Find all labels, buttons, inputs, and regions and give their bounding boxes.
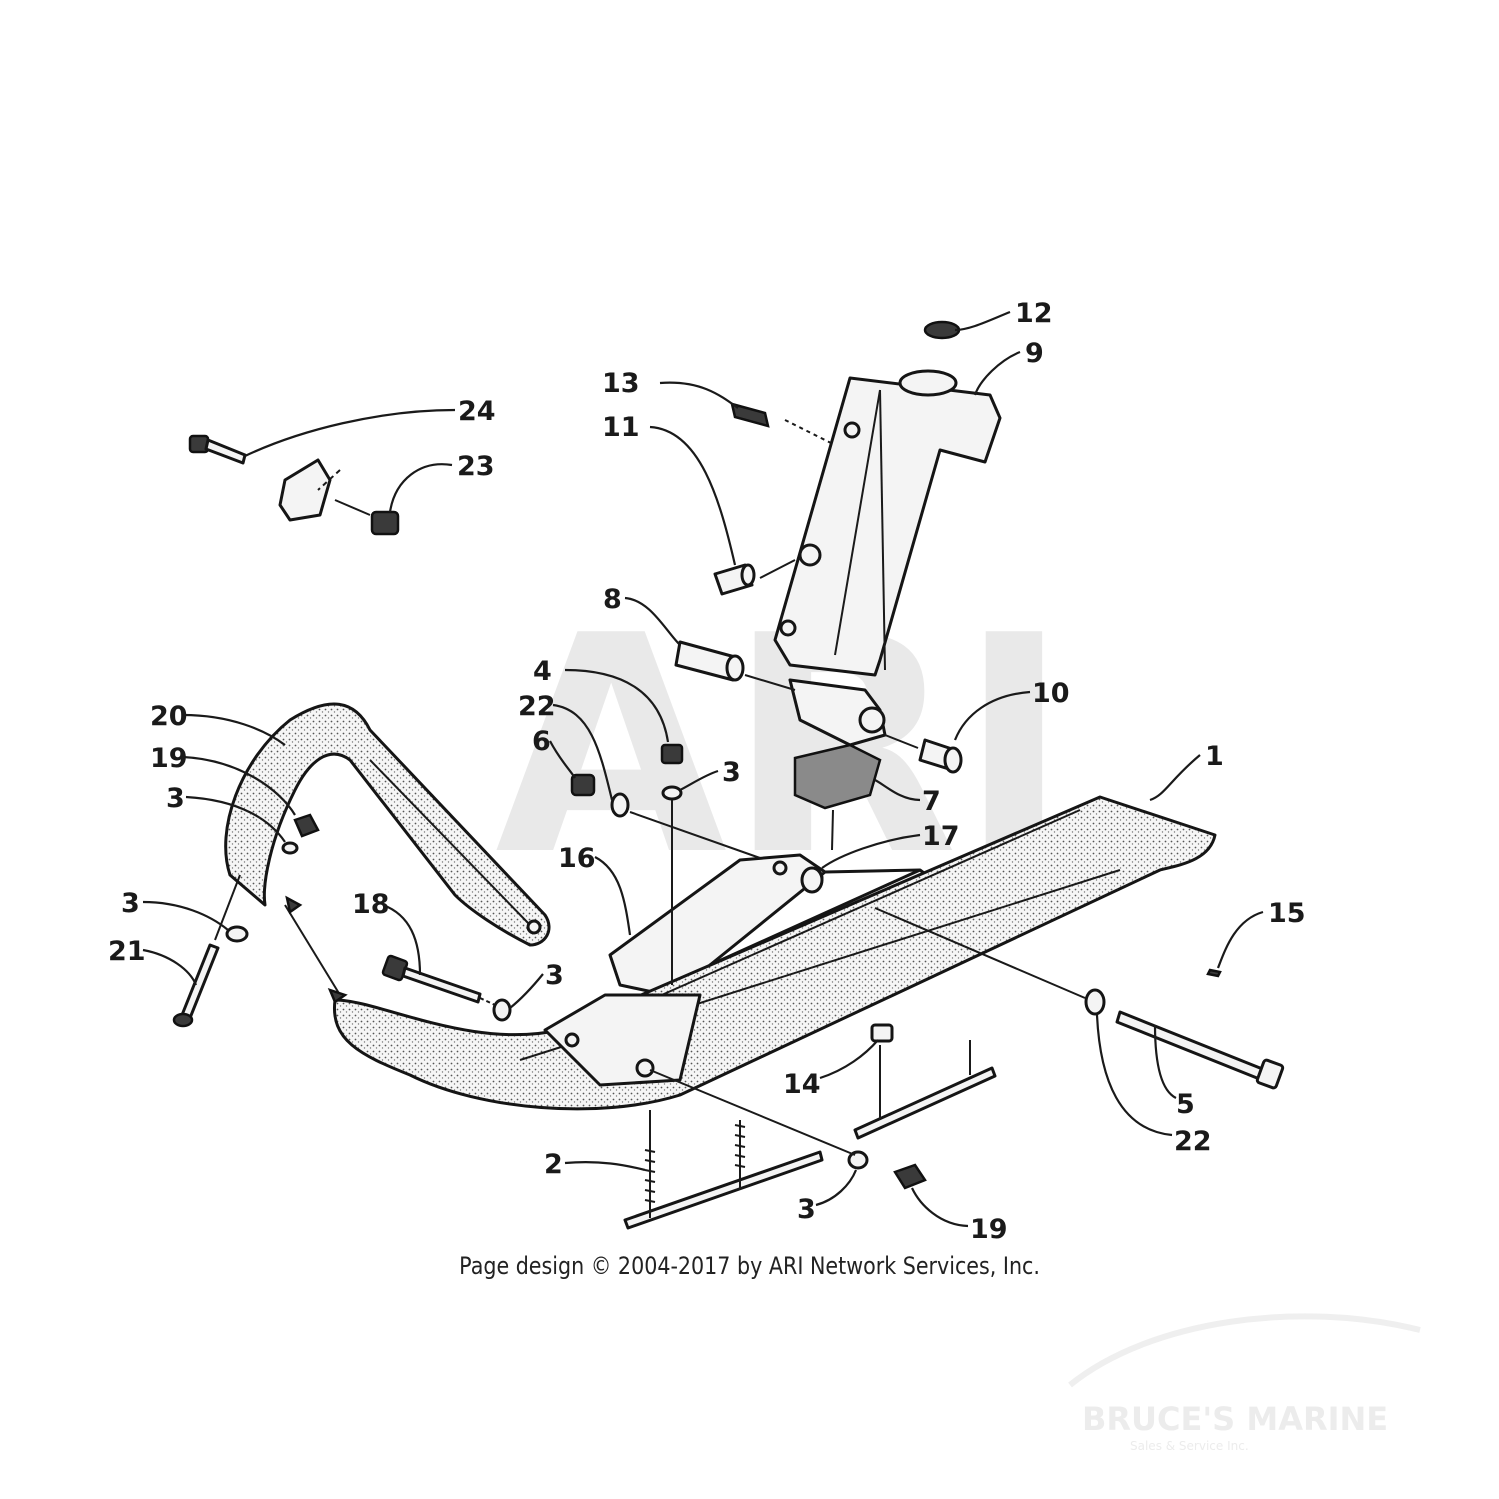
bolt-24-assembly xyxy=(188,434,400,536)
brand-watermark-name: BRUCE'S MARINE xyxy=(1082,1400,1388,1438)
callout-11: 11 xyxy=(602,412,640,443)
callout-22-upper: 22 xyxy=(518,691,556,722)
callout-23: 23 xyxy=(457,451,495,482)
callout-13: 13 xyxy=(602,368,640,399)
callout-22-lower: 22 xyxy=(1174,1126,1212,1157)
callout-20: 20 xyxy=(150,701,188,732)
hardware-nuts-washers xyxy=(225,743,1106,1190)
callout-labels: 12 9 13 11 24 23 8 4 22 6 3 10 1 7 17 16… xyxy=(108,298,1306,1245)
callout-19-upper: 19 xyxy=(150,743,188,774)
wear-bar-14 xyxy=(853,1023,997,1140)
ski-1 xyxy=(332,795,1217,1111)
callout-21: 21 xyxy=(108,936,146,967)
callout-3-washer-top: 3 xyxy=(722,757,741,788)
callout-9: 9 xyxy=(1025,338,1044,369)
wear-bar-2 xyxy=(623,1110,824,1230)
callout-15: 15 xyxy=(1268,898,1306,929)
callout-8: 8 xyxy=(603,584,622,615)
callout-7: 7 xyxy=(922,786,941,817)
bushing-8 xyxy=(674,640,796,691)
callout-10: 10 xyxy=(1032,678,1070,709)
callout-5: 5 xyxy=(1176,1089,1195,1120)
callout-1: 1 xyxy=(1205,741,1224,772)
copyright-footer: Page design © 2004-2017 by ARI Network S… xyxy=(459,1252,1040,1280)
leader-lines xyxy=(142,310,1264,1228)
brand-watermark-tagline: Sales & Service Inc. xyxy=(1130,1439,1249,1453)
callout-17: 17 xyxy=(922,821,960,852)
callout-3-handle: 3 xyxy=(166,783,185,814)
callout-6: 6 xyxy=(532,726,551,757)
callout-14: 14 xyxy=(783,1069,821,1100)
callout-3-bottom: 3 xyxy=(797,1194,816,1225)
ski-handle-20 xyxy=(224,702,551,947)
bushing-10 xyxy=(884,734,963,774)
bushing-11 xyxy=(713,559,796,596)
callout-3-left: 3 xyxy=(121,888,140,919)
bolt-21 xyxy=(172,874,241,1028)
brand-watermark-logo: BRUCE'S MARINE Sales & Service Inc. xyxy=(1068,1313,1421,1453)
callout-4: 4 xyxy=(533,656,552,687)
bolt-5 xyxy=(1115,968,1285,1090)
callout-2: 2 xyxy=(544,1149,563,1180)
callout-12: 12 xyxy=(1015,298,1053,329)
callout-3-center: 3 xyxy=(545,960,564,991)
callout-16: 16 xyxy=(558,843,596,874)
bolt-18 xyxy=(381,954,496,1006)
callout-24: 24 xyxy=(458,396,496,427)
callout-19-lower: 19 xyxy=(970,1214,1008,1245)
stop-block-7 xyxy=(793,743,882,851)
spindle-housing-9 xyxy=(773,320,1002,747)
callout-18: 18 xyxy=(352,889,390,920)
grease-fitting-13 xyxy=(730,402,770,428)
